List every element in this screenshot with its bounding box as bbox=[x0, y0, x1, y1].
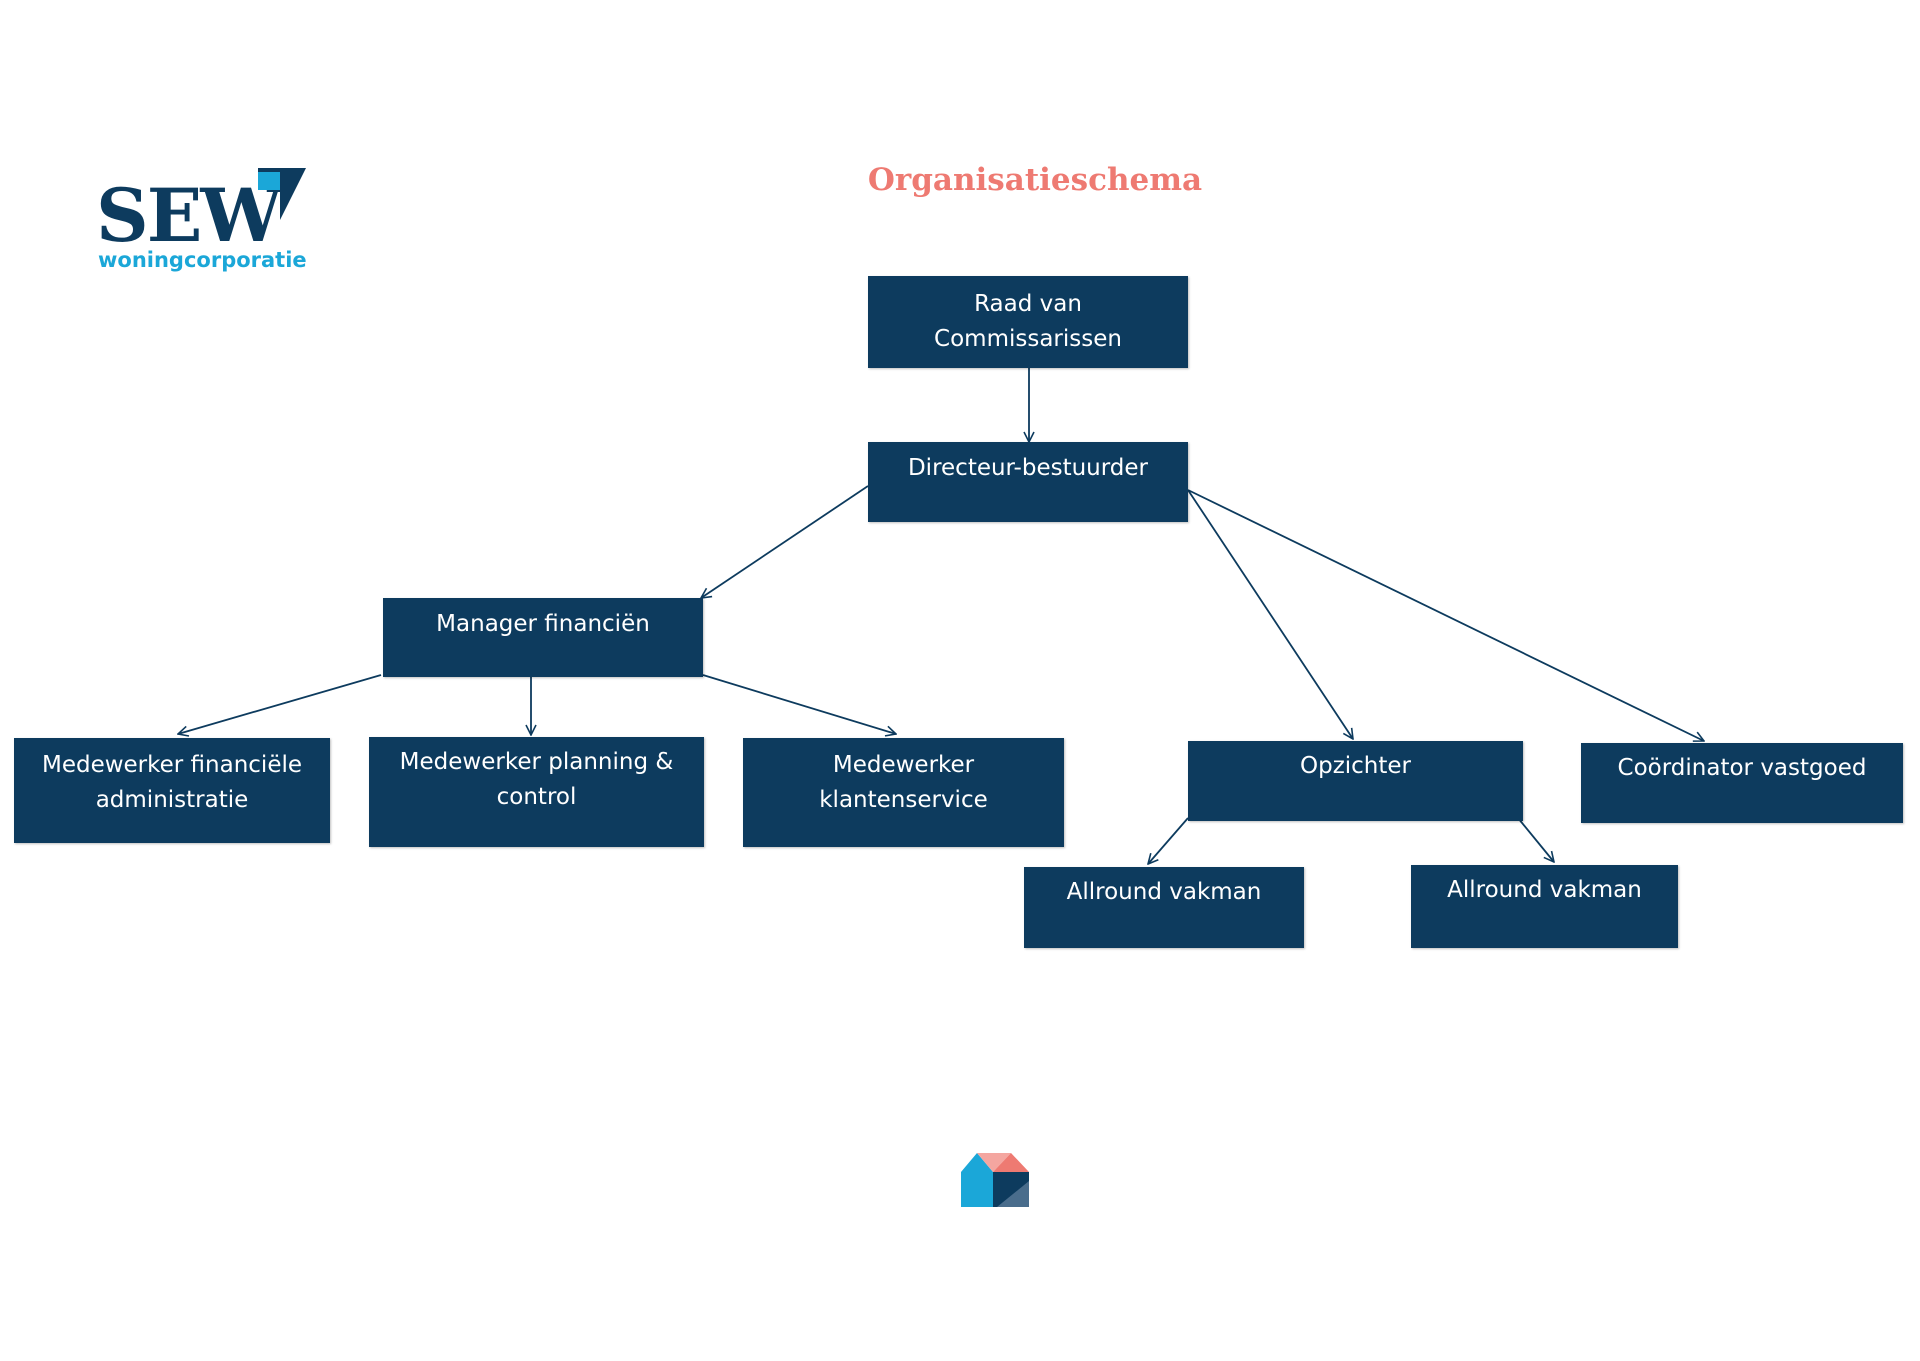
logo-subtitle: woningcorporatie bbox=[98, 248, 307, 272]
edge-directeur-opzichter bbox=[1187, 489, 1353, 739]
node-label: Medewerker planning & control bbox=[399, 749, 674, 810]
edge-opzichter-vakman2 bbox=[1517, 817, 1554, 862]
sew-logo: SEW woningcorporatie bbox=[96, 164, 336, 284]
edge-manager-medfin bbox=[178, 674, 382, 734]
node-label: Opzichter bbox=[1299, 753, 1411, 779]
logo-name: SEW bbox=[96, 173, 282, 259]
node-label: Allround vakman bbox=[1066, 879, 1262, 905]
page-title: Organisatieschema bbox=[867, 162, 1203, 198]
node-raad-van-commissarissen: Raad van Commissarissen bbox=[868, 276, 1188, 368]
node-medewerker-financiele-administratie: Medewerker financiële administratie bbox=[14, 738, 330, 843]
logo-arrow-icon bbox=[258, 168, 306, 220]
node-label: Directeur-bestuurder bbox=[907, 455, 1149, 481]
node-medewerker-klantenservice: Medewerker klantenservice bbox=[743, 738, 1064, 847]
node-opzichter: Opzichter bbox=[1188, 741, 1523, 821]
edge-manager-medklant bbox=[702, 674, 896, 734]
node-label: Allround vakman bbox=[1447, 877, 1642, 903]
node-directeur-bestuurder: Directeur-bestuurder bbox=[868, 442, 1188, 522]
node-label: Medewerker financiële administratie bbox=[41, 752, 303, 813]
node-allround-vakman-2: Allround vakman bbox=[1411, 865, 1678, 948]
node-allround-vakman-1: Allround vakman bbox=[1024, 867, 1304, 948]
edge-directeur-manager bbox=[701, 485, 869, 598]
node-label: Manager financiën bbox=[436, 611, 650, 637]
edge-opzichter-vakman1 bbox=[1148, 817, 1189, 864]
node-coordinator-vastgoed: Coördinator vastgoed bbox=[1581, 743, 1903, 823]
node-label: Raad van Commissarissen bbox=[934, 291, 1122, 352]
node-medewerker-planning-control: Medewerker planning & control bbox=[369, 737, 704, 847]
node-manager-financien: Manager financiën bbox=[383, 598, 703, 677]
edge-directeur-coordinator bbox=[1187, 489, 1704, 741]
house-icon bbox=[961, 1153, 1029, 1207]
node-label: Coördinator vastgoed bbox=[1617, 755, 1867, 781]
node-label: Medewerker klantenservice bbox=[819, 752, 988, 813]
